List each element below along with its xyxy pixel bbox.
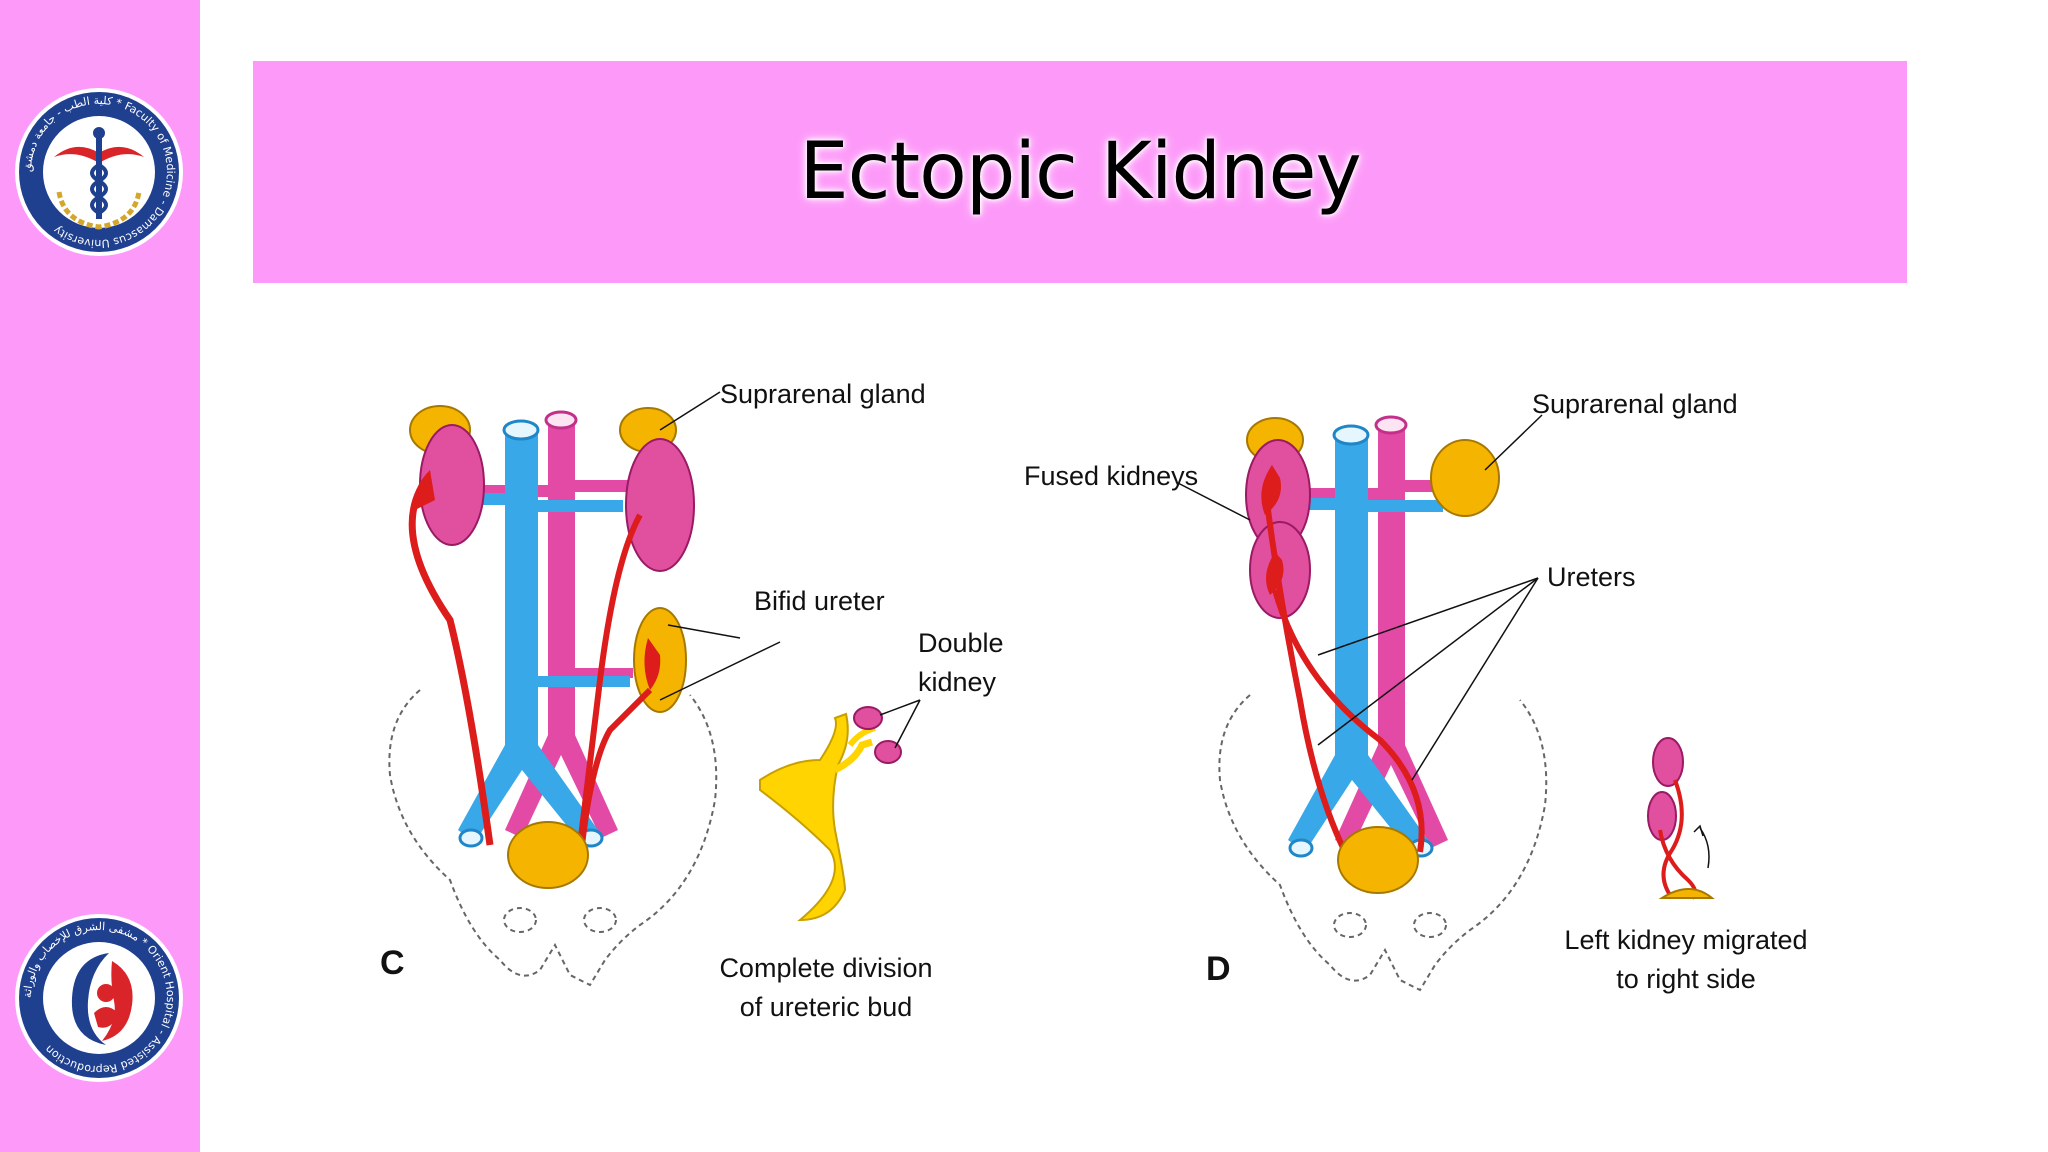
caduceus-icon: كلية الطب - جامعة دمشق * Faculty of Medi… [15,88,183,256]
kidney-right-upper [625,438,695,572]
sidebar: كلية الطب - جامعة دمشق * Faculty of Medi… [0,0,200,1152]
label-bifid-ureter: Bifid ureter [754,586,885,616]
label-ureters: Ureters [1547,562,1636,592]
ureter-1 [1265,509,1348,854]
title-banner: Ectopic Kidney [253,61,1907,283]
label-suprarenal-gland-c: Suprarenal gland [720,379,926,409]
label-complete-division-line2: of ureteric bud [740,992,913,1022]
ureter-left [408,488,494,846]
panel-d: Fused kidneys Suprarenal gland Ureters L… [1024,389,1808,994]
faculty-of-medicine-logo: كلية الطب - جامعة دمشق * Faculty of Medi… [14,87,184,257]
label-left-kidney-migrated-line2: to right side [1616,964,1756,994]
label-double-kidney-line1: Double [918,628,1004,658]
mother-child-icon: مشفى الشرق للإخصاب والوراثة * Orient Hos… [15,914,183,1082]
suprarenal-gland-right [1430,439,1500,517]
pelvis-outline [1218,694,1548,992]
ureter-right-upper [577,513,643,846]
label-double-kidney-line2: kidney [918,667,997,697]
double-kidney-lower [874,740,902,764]
double-kidney-upper [853,706,883,730]
migrated-kidney-inset [1647,737,1715,900]
label-suprarenal-gland-d: Suprarenal gland [1532,389,1738,419]
vena-cava [1288,424,1443,858]
label-left-kidney-migrated-line1: Left kidney migrated [1564,925,1807,955]
panel-letter-c: C [380,944,405,982]
slide-title: Ectopic Kidney [799,127,1361,217]
panel-letter-d: D [1206,950,1231,988]
ureter-right-lower [579,687,653,846]
bladder [507,821,589,889]
pelvis-outline [388,689,718,987]
label-complete-division-line1: Complete division [719,953,932,983]
label-fused-kidneys: Fused kidneys [1024,461,1198,491]
bladder [1337,826,1419,894]
panel-c: Suprarenal gland Bifid ureter Double kid… [380,379,1004,1022]
ureter-2 [1272,589,1425,853]
ureteric-bud [759,706,902,922]
orient-hospital-logo: مشفى الشرق للإخصاب والوراثة * Orient Hos… [14,913,184,1083]
